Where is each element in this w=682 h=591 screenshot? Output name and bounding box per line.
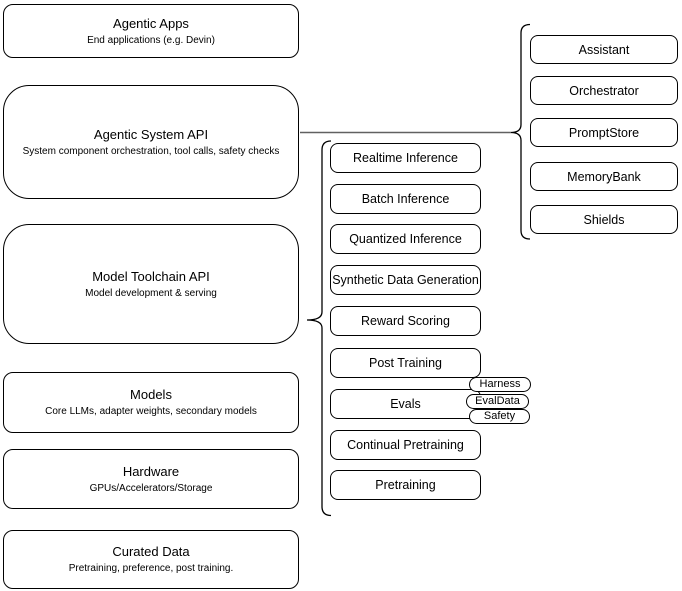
node-pretraining: Pretraining (330, 470, 481, 500)
node-realtime-inference: Realtime Inference (330, 143, 481, 173)
node-label: PromptStore (568, 125, 640, 140)
node-label: Evals (390, 397, 421, 411)
node-title: Models (130, 387, 172, 402)
node-subtitle: GPUs/Accelerators/Storage (89, 482, 213, 494)
node-model-toolchain-api: Model Toolchain API Model development & … (3, 224, 299, 344)
node-subtitle: End applications (e.g. Devin) (87, 34, 215, 46)
node-label: Shields (583, 212, 625, 227)
node-synthetic-data-generation: Synthetic Data Generation (330, 265, 481, 295)
node-subtitle: Pretraining, preference, post training. (68, 563, 234, 574)
tag-evaldata: EvalData (466, 394, 529, 409)
node-label: Assistant (578, 42, 630, 57)
node-title: Agentic Apps (113, 15, 189, 31)
node-title: Hardware (122, 463, 180, 479)
middle-bracket (306, 140, 332, 517)
node-hardware: Hardware GPUs/Accelerators/Storage (3, 449, 299, 509)
node-label: Realtime Inference (353, 151, 458, 165)
tag-label: EvalData (475, 395, 520, 407)
node-label: Quantized Inference (349, 232, 462, 246)
node-title: Agentic System API (93, 126, 209, 142)
node-label: MemoryBank (567, 169, 641, 184)
right-bracket (510, 23, 531, 240)
node-label: Reward Scoring (361, 314, 450, 328)
node-batch-inference: Batch Inference (330, 184, 481, 214)
tag-safety: Safety (469, 409, 530, 424)
node-subtitle: Core LLMs, adapter weights, secondary mo… (45, 406, 257, 417)
node-title: Model Toolchain API (92, 268, 210, 284)
node-title: Curated Data (112, 544, 190, 559)
node-label: Post Training (369, 356, 442, 370)
node-subtitle: System component orchestration, tool cal… (22, 145, 280, 157)
node-label: Pretraining (375, 478, 436, 492)
node-continual-pretraining: Continual Pretraining (330, 430, 481, 460)
node-promptstore: PromptStore (530, 118, 678, 147)
node-agentic-apps: Agentic Apps End applications (e.g. Devi… (3, 4, 299, 58)
node-label: Orchestrator (569, 83, 639, 98)
node-assistant: Assistant (530, 35, 678, 64)
tag-label: Safety (483, 410, 516, 422)
node-evals: Evals (330, 389, 481, 419)
node-models: Models Core LLMs, adapter weights, secon… (3, 372, 299, 433)
node-label: Continual Pretraining (347, 438, 464, 452)
node-memorybank: MemoryBank (530, 162, 678, 191)
node-post-training: Post Training (330, 348, 481, 378)
node-shields: Shields (530, 205, 678, 234)
node-label: Batch Inference (361, 192, 450, 206)
node-subtitle: Model development & serving (85, 287, 217, 299)
node-label: Synthetic Data Generation (332, 273, 479, 287)
tag-harness: Harness (469, 377, 531, 392)
node-quantized-inference: Quantized Inference (330, 224, 481, 254)
node-orchestrator: Orchestrator (530, 76, 678, 105)
tag-label: Harness (479, 378, 521, 390)
node-agentic-system-api: Agentic System API System component orch… (3, 85, 299, 199)
node-curated-data: Curated Data Pretraining, preference, po… (3, 530, 299, 589)
node-reward-scoring: Reward Scoring (330, 306, 481, 336)
